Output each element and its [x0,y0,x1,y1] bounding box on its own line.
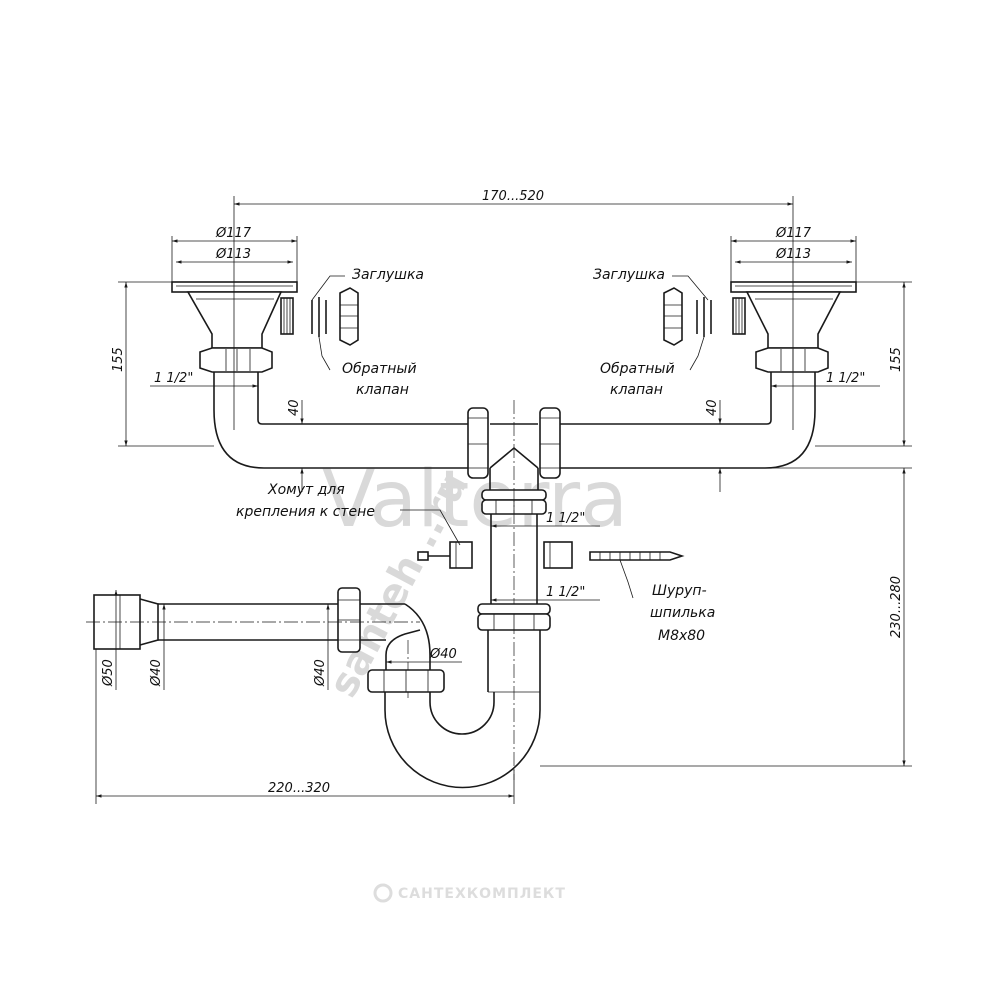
label-plug-right: Заглушка [593,267,665,283]
label-valve-right-line1: Обратный [600,361,675,377]
dim-left-height: 155 [111,347,126,372]
right-sink-strainer [730,281,857,469]
label-plug-left: Заглушка [352,267,424,283]
label-screw-line2: шпилька [650,605,715,621]
outlet-pipe [86,587,420,653]
left-plug-valve-parts [311,287,359,346]
dim-outlet-d40: Ø40 [149,659,164,687]
dim-right-d113: Ø113 [775,247,811,262]
leader-lines [311,275,709,599]
label-valve-right-line2: клапан [610,382,663,398]
label-valve-left-line2: клапан [356,382,409,398]
vertical-drain-pipe [477,400,551,780]
dim-left-40: 40 [287,399,302,416]
label-screw-line1: Шуруп- [652,583,707,599]
dim-top-span: 170...520 [482,189,544,204]
dim-left-d113: Ø113 [215,247,251,262]
left-sink-strainer [171,281,298,469]
dim-center-thread-bottom: 1 1/2" [546,585,585,600]
label-screw-line3: М8х80 [658,628,705,644]
dim-outlet-d50: Ø50 [101,659,116,687]
u-trap [367,603,541,789]
dim-center-thread-top: 1 1/2" [546,511,585,526]
part-labels: Заглушка Заглушка Обратный клапан Обратн… [236,267,715,644]
wall-clamp [417,541,573,569]
dim-left-thread: 1 1/2" [154,371,193,386]
dim-left-d117: Ø117 [215,226,252,241]
label-clamp-line1: Хомут для [267,482,345,498]
dim-pipe-d40: Ø40 [313,659,328,687]
label-clamp-line2: крепления к стене [236,504,375,520]
dim-right-40: 40 [705,399,720,416]
dim-right-height: 155 [889,347,904,372]
label-valve-left-line1: Обратный [342,361,417,377]
dim-right-thread: 1 1/2" [826,371,865,386]
dimension-lines [95,196,912,804]
screw-stud [589,551,685,561]
dim-trap-d40: Ø40 [429,647,457,662]
dim-bottom-span: 220...320 [268,781,330,796]
dimension-labels: 170...520 Ø117 Ø113 Ø117 Ø113 155 155 1 … [101,189,904,796]
watermark-company: САНТЕХКОМПЛЕКТ [373,883,566,903]
dim-right-vertical: 230...280 [889,576,904,638]
watermark-company-text: САНТЕХКОМПЛЕКТ [398,886,566,902]
dim-right-d117: Ø117 [775,226,812,241]
right-plug-valve-parts [663,287,712,346]
